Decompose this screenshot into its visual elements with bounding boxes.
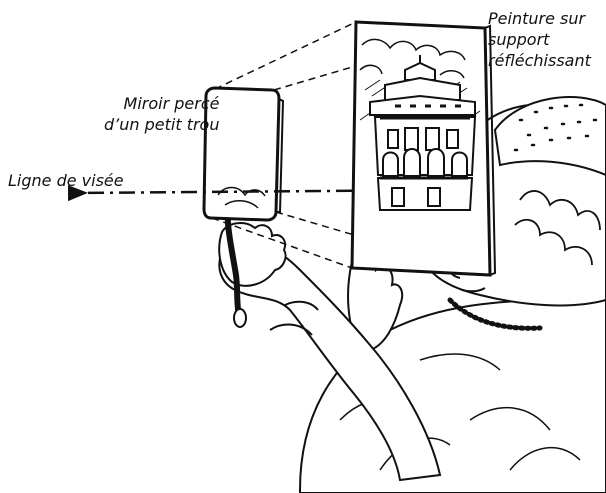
mirror-label: Miroir percé d’un petit trou <box>104 93 219 135</box>
turban-dots <box>513 103 598 152</box>
mirror-ornament <box>217 186 266 209</box>
hair <box>514 190 601 266</box>
painting-label: Peinture sur support réfléchissant <box>488 8 591 71</box>
building-dark-accents <box>380 104 470 180</box>
painted-building <box>369 55 477 211</box>
mirror-label-line-2: d’un petit trou <box>104 115 220 134</box>
mirror-label-line-1: Miroir percé <box>123 94 220 113</box>
handle-ring <box>233 308 247 328</box>
painting-label-line-1: Peinture sur <box>488 9 586 28</box>
sleeve-cuff <box>269 300 319 336</box>
sky-clouds <box>359 38 466 79</box>
collar-beads <box>447 297 543 331</box>
mirror-handle <box>224 202 243 323</box>
right-arm <box>218 238 442 482</box>
sight-line-label: Ligne de visée <box>8 171 124 190</box>
painting-label-line-2: support <box>488 30 550 49</box>
turban <box>493 96 606 177</box>
painting-edge <box>484 24 497 276</box>
painting-label-line-3: réfléchissant <box>488 51 591 70</box>
